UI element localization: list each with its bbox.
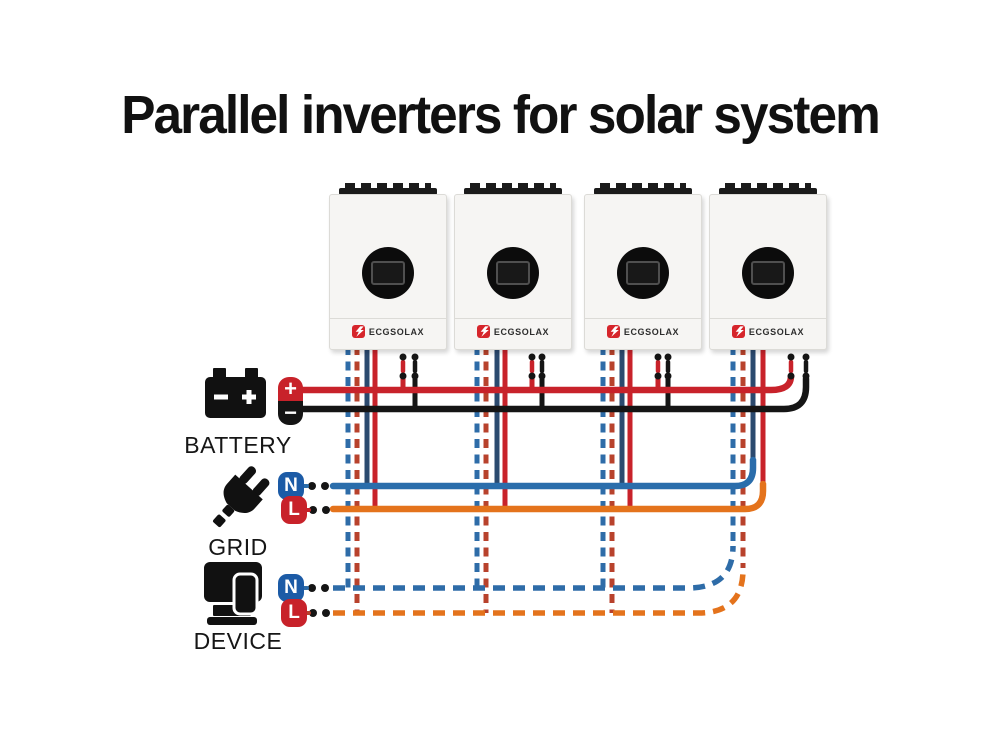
grid-line-bus [329,480,767,513]
heatsink-fins-icon [339,183,437,195]
brand-band: ECGSOLAX [455,318,571,344]
battery-positive-terminal: + [278,377,303,401]
brand-name: ECGSOLAX [368,326,425,337]
battery-label: BATTERY [184,432,292,458]
brand-name: ECGSOLAX [623,326,680,337]
lcd-screen [751,261,785,285]
inverter-body: ECGSOLAX [329,194,447,350]
lcd-screen [626,261,660,285]
brand-logo-icon [731,325,745,338]
inverter-body: ECGSOLAX [584,194,702,350]
battery-negative-bus [298,375,810,413]
electronic-devices-icon [204,562,262,625]
battery-positive-bus [298,372,795,394]
brand-name: ECGSOLAX [748,326,805,337]
device-neutral-bus [333,545,736,591]
display-dial [617,247,669,299]
heatsink-fins-icon [464,183,562,195]
grid-line-terminal: L [281,496,307,524]
solar-inverter-1: ECGSOLAX [329,183,447,350]
connector-dots [308,353,810,617]
display-dial [487,247,539,299]
brand-band: ECGSOLAX [585,318,701,344]
solar-inverter-2: ECGSOLAX [454,183,572,350]
heatsink-fins-icon [719,183,817,195]
brand-logo-icon [351,325,365,338]
grid-label: GRID [208,534,268,560]
display-dial [742,247,794,299]
grid-neutral-terminal: N [278,472,304,500]
brand-band: ECGSOLAX [330,318,446,344]
battery-wires [298,359,810,413]
inverter-body: ECGSOLAX [454,194,572,350]
heatsink-fins-icon [594,183,692,195]
device-line-terminal: L [281,599,307,627]
device-output-wires [333,346,746,616]
brand-band: ECGSOLAX [710,318,826,344]
lcd-screen [496,261,530,285]
device-neutral-terminal: N [278,574,304,602]
battery-negative-terminal: − [278,401,303,425]
solar-inverter-3: ECGSOLAX [584,183,702,350]
lcd-screen [371,261,405,285]
brand-logo-icon [476,325,490,338]
device-line-bus [333,569,746,616]
solar-inverter-4: ECGSOLAX [709,183,827,350]
page-title: Parallel inverters for solar system [121,85,880,145]
grid-neutral-bus [329,456,757,490]
grid-input-wires [329,346,767,513]
brand-logo-icon [606,325,620,338]
power-plug-icon [213,466,270,528]
display-dial [362,247,414,299]
brand-name: ECGSOLAX [493,326,550,337]
inverter-body: ECGSOLAX [709,194,827,350]
device-label: DEVICE [193,628,283,654]
car-battery-icon [205,368,266,418]
